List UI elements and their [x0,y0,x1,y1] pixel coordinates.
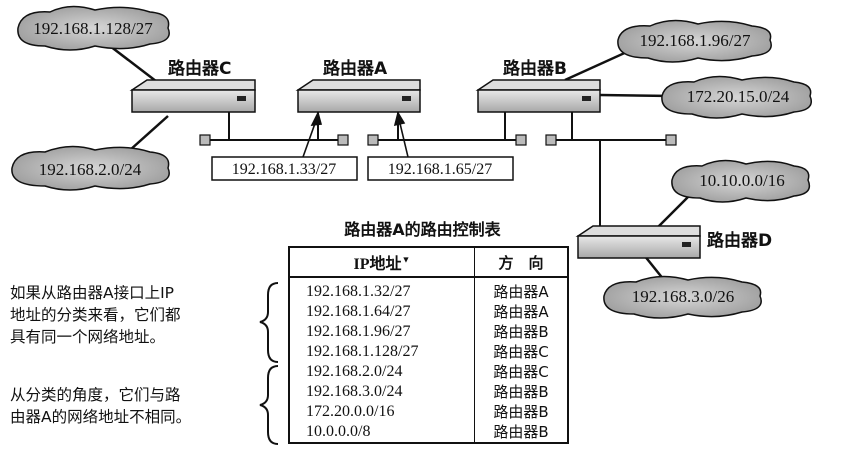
router-b [475,79,601,113]
note-line: 由器A的网络地址不相同。 [10,408,192,426]
header-ip: IP地址▼ [289,247,475,278]
row-direction: 路由器B [474,382,568,402]
row-direction: 路由器C [474,342,568,362]
cloud-1: 192.168.1.128/27 [17,5,170,51]
row-ip: 192.168.1.128/27 [306,343,419,360]
cloud-5-label: 10.10.0.0/16 [699,171,784,190]
row-direction: 路由器B [474,402,568,422]
router-c-label: 路由器C [168,58,231,79]
router-d [575,225,701,259]
braces [259,282,279,445]
note-same-network: 如果从路由器A接口上IP 地址的分类来看，它们都 具有同一个网络地址。 [10,282,275,348]
terminator-block [199,134,211,146]
cloud-4-label: 172.20.15.0/24 [687,87,790,106]
table-row: 10.0.0.0/8 路由器B [289,422,568,443]
interface-2-ip: 192.168.1.65/27 [388,161,492,178]
sort-arrow-icon: ▼ [401,254,411,265]
cloud-2: 192.168.2.0/24 [11,145,170,191]
row-ip: 192.168.1.96/27 [306,323,411,340]
header-direction: 方 向 [474,247,568,278]
row-ip: 192.168.3.0/24 [306,383,403,400]
terminator-block [545,134,557,146]
router-a [295,79,421,113]
terminator-block [515,134,527,146]
brace-top [259,282,279,363]
routing-table: IP地址▼ 方 向 192.168.1.32/27 路由器A 192.168.1.… [288,246,569,444]
interface-1-ip: 192.168.1.33/27 [232,161,336,178]
row-direction: 路由器B [474,422,568,443]
brace-bottom [259,365,279,445]
row-direction: 路由器A [474,277,568,302]
note-line: 地址的分类来看，它们都 [10,306,181,324]
row-direction: 路由器B [474,322,568,342]
table-row: 192.168.3.0/24 路由器B [289,382,568,402]
router-c [129,79,256,113]
table-row: 192.168.1.64/27 路由器A [289,302,568,322]
cloud-2-label: 192.168.2.0/24 [39,160,142,179]
terminator-block [337,134,349,146]
terminator-block [367,134,379,146]
table-row: 192.168.1.96/27 路由器B [289,322,568,342]
table-row: 192.168.1.128/27 路由器C [289,342,568,362]
interface-arrows [302,110,409,158]
row-direction: 路由器A [474,302,568,322]
terminator-block [665,134,677,146]
cloud-3-label: 192.168.1.96/27 [640,31,751,50]
cloud-6: 192.168.3.0/26 [603,275,762,319]
table-row: 172.20.0.0/16 路由器B [289,402,568,422]
cloud-6-label: 192.168.3.0/26 [632,287,734,306]
router-b-label: 路由器B [503,58,567,79]
interface-box-1: 192.168.1.33/27 [211,156,358,181]
row-ip: 10.0.0.0/8 [306,423,371,440]
router-a-label: 路由器A [323,58,388,79]
row-ip: 192.168.2.0/24 [306,363,403,380]
row-ip: 192.168.1.64/27 [306,303,411,320]
cloud-5: 10.10.0.0/16 [671,159,811,203]
note-line: 从分类的角度，它们与路 [10,386,181,404]
note-line: 如果从路由器A接口上IP [10,284,175,302]
terminators [199,134,677,146]
interface-box-2: 192.168.1.65/27 [367,156,514,181]
router-d-label: 路由器D [707,230,772,251]
table-header-row: IP地址▼ 方 向 [289,247,568,278]
note-different-network: 从分类的角度，它们与路 由器A的网络地址不相同。 [10,384,275,428]
row-ip: 192.168.1.32/27 [306,283,411,300]
table-row: 192.168.2.0/24 路由器C [289,362,568,382]
cloud-3: 192.168.1.96/27 [617,19,772,63]
table-row: 192.168.1.32/27 路由器A [289,277,568,302]
cloud-4: 172.20.15.0/24 [661,75,812,119]
cloud-1-label: 192.168.1.128/27 [33,19,153,38]
row-ip: 172.20.0.0/16 [306,403,395,420]
note-line: 具有同一个网络地址。 [10,328,166,346]
table-title: 路由器A的路由控制表 [344,220,501,239]
row-direction: 路由器C [474,362,568,382]
